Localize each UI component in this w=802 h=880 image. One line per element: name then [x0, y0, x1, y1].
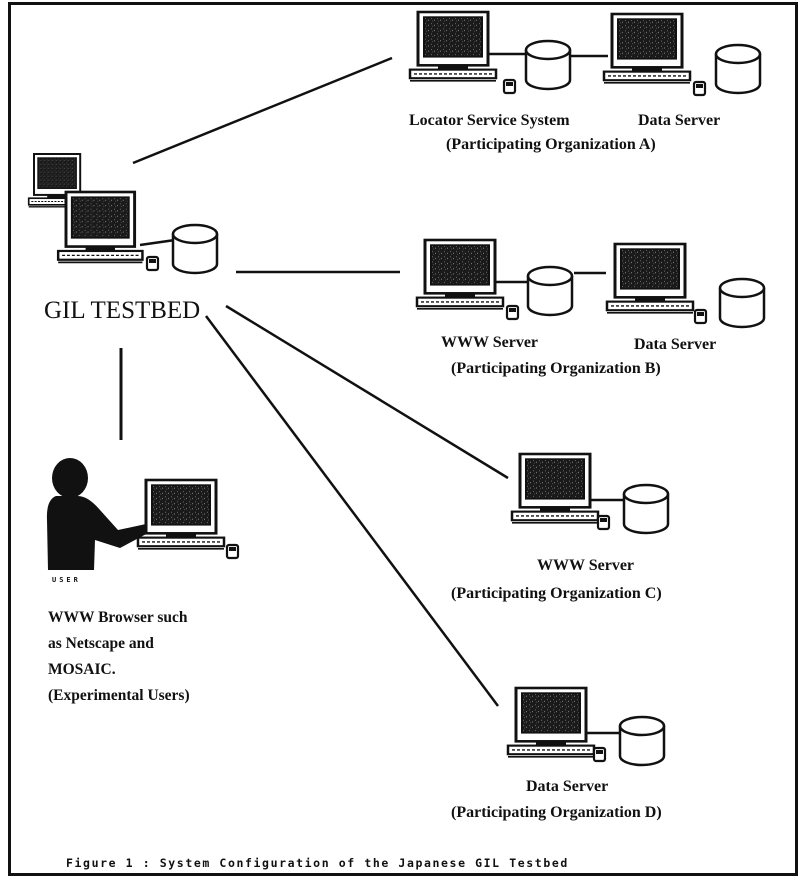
testbed-database — [171, 223, 219, 275]
link-org-a — [132, 56, 393, 165]
org-c-www-server-label: WWW Server — [537, 557, 635, 574]
org-c-label: (Participating Organization C) — [451, 585, 662, 602]
testbed-title: GIL TESTBED — [44, 297, 201, 324]
org-d-data-server-computer — [506, 686, 596, 759]
org-a-data-server-database — [714, 43, 762, 95]
org-a-data-server-label: Data Server — [638, 112, 721, 129]
org-b-label: (Participating Organization B) — [451, 360, 661, 377]
diagram-frame — [8, 2, 798, 876]
org-b-www-server-computer — [415, 238, 505, 311]
user-mouse — [225, 543, 240, 560]
org-d-data-server-database — [618, 715, 666, 767]
locator-service-label: Locator Service System — [409, 112, 570, 129]
locator-service-computer — [408, 10, 498, 83]
org-b-www-server-label: WWW Server — [441, 334, 539, 351]
org-c-www-server-computer — [510, 452, 600, 525]
user-label: USER — [52, 576, 81, 584]
link-org-d — [204, 315, 500, 707]
org-b-data-server-computer — [605, 242, 695, 315]
browser-line: as Netscape and — [48, 635, 154, 652]
locator-mouse — [502, 78, 517, 95]
browser-line: WWW Browser such — [48, 609, 188, 626]
user-browser-description: WWW Browser such as Netscape and MOSAIC.… — [48, 605, 190, 709]
org-a-data-server-computer — [602, 12, 692, 85]
org-d-data-server-label: Data Server — [526, 778, 609, 795]
org-b-data-server-mouse — [693, 308, 708, 325]
testbed-mouse — [145, 255, 160, 272]
testbed-computer-front — [56, 190, 144, 264]
org-b-data-server-database — [718, 277, 766, 329]
org-b-data-server-label: Data Server — [634, 336, 717, 353]
org-b-www-mouse — [505, 304, 520, 321]
org-c-www-mouse — [596, 514, 611, 531]
org-c-www-database — [622, 483, 670, 535]
org-b-www-database — [526, 265, 574, 317]
user-computer — [136, 478, 226, 551]
browser-line: MOSAIC. — [48, 661, 116, 678]
link-org-c — [225, 304, 509, 480]
org-a-label: (Participating Organization A) — [446, 136, 656, 153]
org-a-data-server-mouse — [692, 80, 707, 97]
user-figure-icon — [46, 458, 151, 570]
locator-database — [524, 39, 572, 91]
org-d-data-server-mouse — [592, 746, 607, 763]
figure-caption: Figure 1 : System Configuration of the J… — [66, 856, 569, 870]
org-d-label: (Participating Organization D) — [451, 804, 662, 821]
browser-line: (Experimental Users) — [48, 687, 190, 704]
